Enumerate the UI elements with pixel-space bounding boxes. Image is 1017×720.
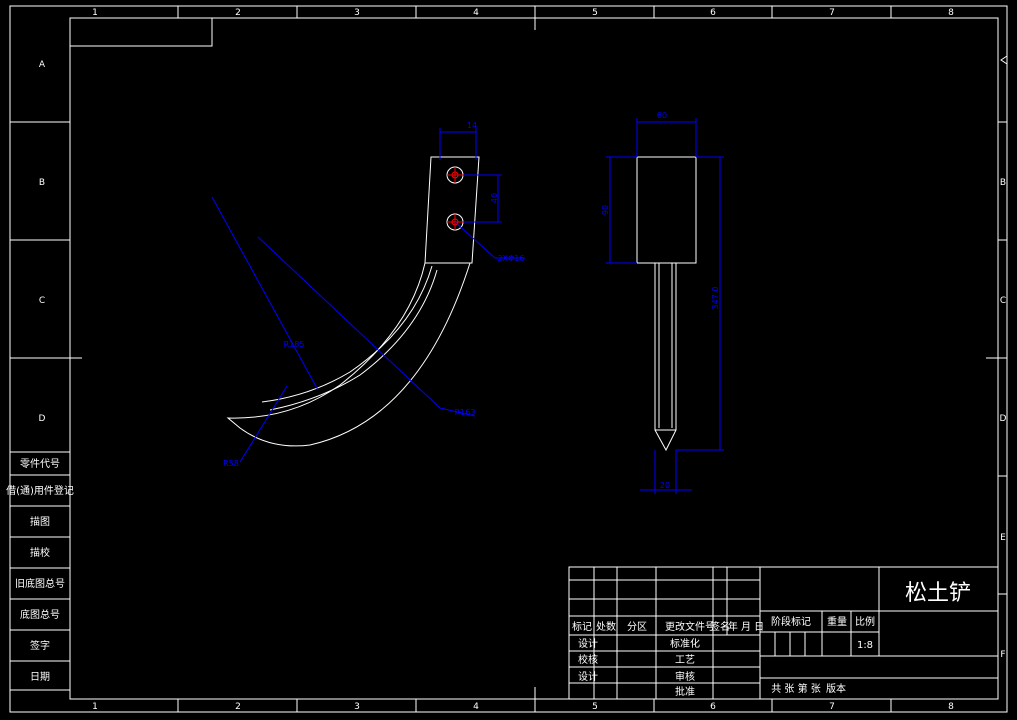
row-label: C [39, 296, 45, 306]
row-label: B [39, 178, 45, 188]
title-cell: 设计 [578, 637, 598, 650]
title-cell: 更改文件号 [665, 620, 715, 633]
title-cell: 签名 [710, 620, 730, 633]
title-cell: 处数 [596, 620, 616, 633]
dim-label: 347.0 [711, 287, 720, 310]
dim-label: R58 [223, 459, 239, 468]
title-cell: 审核 [675, 670, 695, 683]
title-cell: 1:8 [857, 640, 873, 651]
dim-label: 20 [660, 481, 670, 490]
dim-label: 2XΦ16 [497, 254, 524, 263]
col-label: 3 [354, 8, 360, 18]
row-label: F [1000, 650, 1005, 660]
row-label: D [1000, 414, 1007, 424]
title-cell: 重量 [827, 615, 847, 628]
col-label: 8 [948, 702, 954, 712]
title-block [568, 566, 999, 700]
title-cell: 年 月 日 [728, 620, 764, 633]
sheet-borders [9, 5, 1008, 713]
side-cell: 签字 [30, 639, 50, 652]
title-cell: 标记 [572, 621, 592, 633]
col-label: 4 [473, 8, 479, 18]
col-label: 7 [829, 702, 835, 712]
col-label: 5 [592, 8, 598, 18]
dim-label: 90 [601, 205, 610, 215]
title-cell: 校核 [578, 653, 598, 666]
side-cell: 描图 [30, 515, 50, 528]
row-label: E [1000, 533, 1006, 543]
col-label: 6 [710, 702, 716, 712]
part-name: 松土铲 [905, 581, 971, 606]
col-label: 7 [829, 8, 835, 18]
col-label: 1 [92, 8, 98, 18]
side-cell: 旧底图总号 [15, 577, 65, 590]
title-cell: 阶段标记 [771, 615, 811, 628]
front-dimensions [606, 118, 724, 494]
side-cell: 日期 [30, 671, 50, 683]
title-cell: 分区 [627, 621, 647, 633]
side-cell: 底图总号 [20, 608, 60, 621]
side-table [10, 451, 70, 691]
row-label: C [1000, 296, 1006, 306]
row-label: B [1000, 178, 1006, 188]
row-label: D [39, 414, 46, 424]
tine-side-view [226, 156, 480, 447]
side-dimensions [211, 128, 525, 463]
side-cell: 借(通)用件登记 [6, 484, 74, 497]
col-label: 4 [473, 702, 479, 712]
title-cell: 工艺 [675, 654, 695, 666]
col-label: 6 [710, 8, 716, 18]
col-label: 3 [354, 702, 360, 712]
dim-label: R185 [284, 340, 305, 349]
dim-label: 14 [467, 121, 477, 130]
dim-label: 60 [657, 111, 667, 120]
col-label: 1 [92, 702, 98, 712]
title-cell: 版本 [826, 682, 846, 695]
dim-label: R163 [455, 408, 476, 417]
title-cell: 标准化 [670, 637, 700, 650]
title-cell: 共 张 第 张 [771, 682, 821, 695]
title-cell: 批准 [675, 685, 695, 698]
tine-front-view [636, 156, 697, 452]
side-cell: 零件代号 [20, 458, 60, 470]
dim-label: 40 [490, 193, 499, 203]
row-label: A [39, 60, 46, 70]
col-label: 2 [235, 8, 241, 18]
col-label: 2 [235, 702, 241, 712]
col-label: 5 [592, 702, 598, 712]
title-cell: 设计 [578, 670, 598, 683]
col-label: 8 [948, 8, 954, 18]
side-cell: 描校 [30, 546, 50, 559]
title-cell: 比例 [855, 615, 875, 628]
